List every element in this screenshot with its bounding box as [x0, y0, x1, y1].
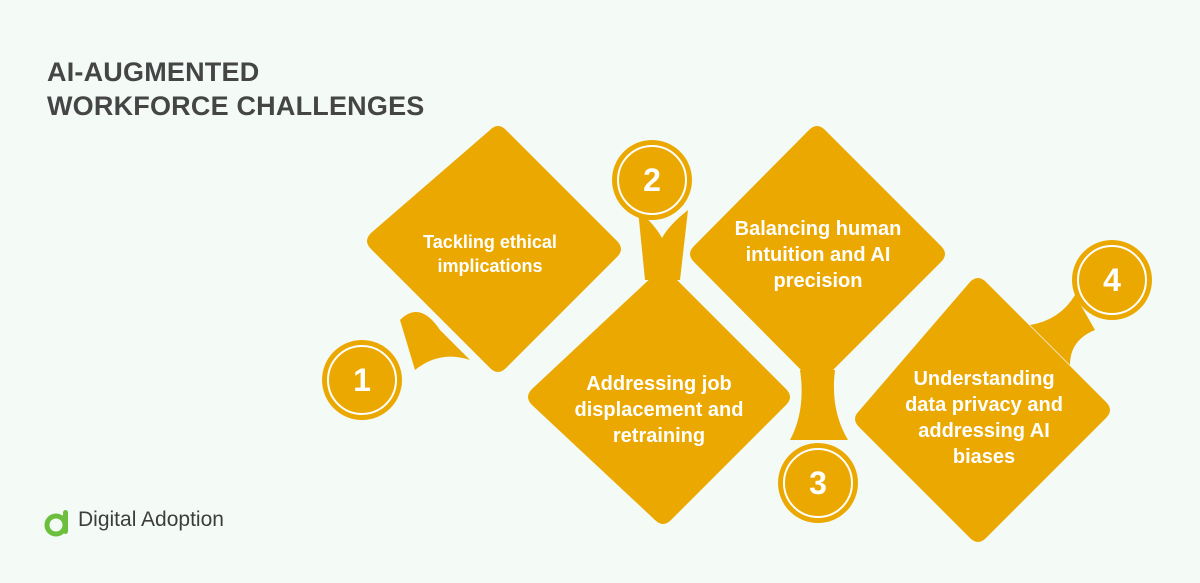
- digital-adoption-logo-icon: [44, 510, 68, 537]
- step-1-circle: [322, 340, 402, 420]
- step-4-number: 4: [1103, 262, 1121, 298]
- brand-logo: Digital Adoption: [44, 500, 224, 540]
- page-title-line-2: WORKFORCE CHALLENGES: [47, 91, 425, 121]
- step-3-label: Balancing human intuition and AI precisi…: [734, 218, 902, 292]
- step-2-diamond: [528, 270, 790, 524]
- step-2-ring: [617, 145, 687, 215]
- step-1-connector: [400, 312, 470, 370]
- step-4-connector: [1030, 295, 1095, 365]
- brand-name: Digital Adoption: [78, 508, 224, 531]
- step-1-diamond: [367, 126, 621, 372]
- step-3-number: 3: [809, 465, 827, 501]
- step-3-connector: [790, 370, 848, 440]
- step-2-connector: [638, 210, 688, 280]
- page-title: AI-AUGMENTED WORKFORCE CHALLENGES: [47, 55, 425, 123]
- page-title-line-1: AI-AUGMENTED: [47, 57, 260, 87]
- step-1-ring: [327, 345, 397, 415]
- step-1-label: Tackling ethical implications: [423, 232, 557, 276]
- step-4-label: Understanding data privacy and addressin…: [905, 368, 1063, 468]
- step-4-diamond: [855, 278, 1110, 542]
- step-2-circle: [612, 140, 692, 220]
- step-1-number: 1: [353, 362, 371, 398]
- step-3-ring: [783, 448, 853, 518]
- step-4-ring: [1077, 245, 1147, 315]
- step-4-circle: [1072, 240, 1152, 320]
- step-2-number: 2: [643, 162, 661, 198]
- step-3-diamond: [690, 126, 945, 382]
- step-2-label: Addressing job displacement and retraini…: [574, 373, 744, 447]
- step-3-circle: [778, 443, 858, 523]
